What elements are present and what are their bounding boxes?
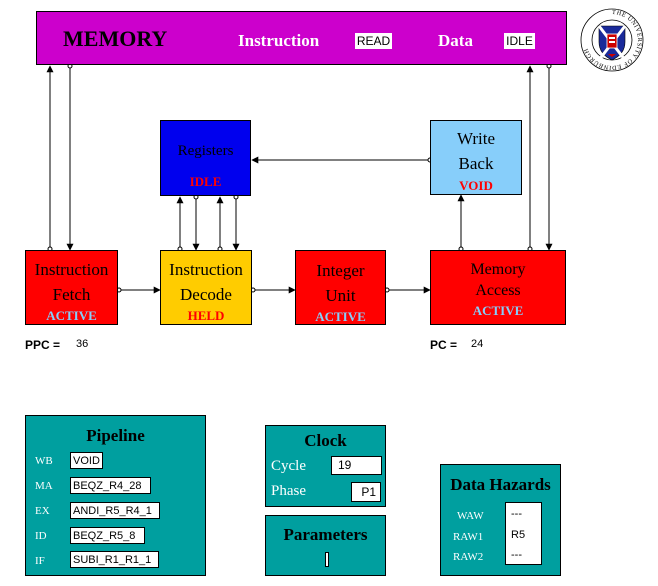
hazards-title: Data Hazards <box>450 475 551 494</box>
pipeline-value-ma: BEQZ_R4_28 <box>70 477 151 494</box>
fetch-label-line2: Fetch <box>52 285 91 304</box>
memaccess-label-line2: Access <box>475 282 521 299</box>
pc-label: PC = <box>430 338 458 352</box>
pipeline-value-ex: ANDI_R5_R4_1 <box>70 502 160 519</box>
university-crest-icon: THE UNIVERSITY OF EDINBURGH <box>580 8 644 72</box>
instruction-port-status: READ <box>355 33 392 49</box>
cycle-value: 19 <box>331 456 382 475</box>
registers-unit: Registers IDLE <box>160 120 251 196</box>
pipeline-stage-if: IF <box>35 555 45 567</box>
integer-label-line2: Unit <box>325 286 356 305</box>
pipeline-panel: Pipeline WB VOID MA BEQZ_R4_28 EX ANDI_R… <box>25 415 206 576</box>
writeback-label-line1: Write <box>456 129 496 148</box>
hazard-label-raw1: RAW1 <box>453 531 484 543</box>
university-logo: THE UNIVERSITY OF EDINBURGH <box>580 8 644 72</box>
clock-panel: Clock Cycle 19 Phase P1 <box>265 425 386 507</box>
pipeline-title: Pipeline <box>86 426 145 445</box>
decode-label-line2: Decode <box>180 285 232 304</box>
writeback-status: VOID <box>459 178 493 193</box>
pipeline-value-if: SUBI_R1_R1_1 <box>70 551 159 568</box>
registers-status: IDLE <box>189 174 222 189</box>
registers-label: Registers <box>177 143 234 159</box>
data-port-status: IDLE <box>504 33 535 49</box>
hazard-value-waw: --- <box>511 508 522 520</box>
clock-title: Clock <box>304 431 347 450</box>
parameters-title: Parameters <box>283 525 368 544</box>
pipeline-stage-ex: EX <box>35 505 50 517</box>
hazard-label-waw: WAW <box>457 510 484 522</box>
hazards-panel: Data Hazards WAW RAW1 RAW2 --- R5 --- <box>440 464 561 576</box>
phase-value: P1 <box>351 482 381 502</box>
pipeline-value-wb: VOID <box>70 452 103 469</box>
memaccess-status: ACTIVE <box>472 303 524 318</box>
hazard-value-raw1: R5 <box>511 529 526 541</box>
fetch-unit: Instruction Fetch ACTIVE <box>25 250 118 325</box>
pipeline-stage-id: ID <box>35 530 47 542</box>
memory-title: MEMORY <box>63 26 168 51</box>
writeback-label-line2: Back <box>458 154 494 173</box>
phase-label: Phase <box>271 483 306 499</box>
integer-label-line1: Integer <box>316 261 365 280</box>
pipeline-stage-wb: WB <box>35 455 53 467</box>
memaccess-label-line1: Memory <box>470 261 526 278</box>
pipeline-value-id: BEQZ_R5_8 <box>70 527 145 544</box>
data-port-label: Data <box>438 31 473 50</box>
hazard-label-raw2: RAW2 <box>453 551 484 563</box>
decode-label-line1: Instruction <box>169 260 243 279</box>
instruction-port-label: Instruction <box>238 31 320 50</box>
hazard-value-raw2: --- <box>511 549 522 561</box>
fetch-label-line1: Instruction <box>34 260 109 279</box>
hazard-values-box: --- R5 --- <box>505 502 542 565</box>
memaccess-unit: Memory Access ACTIVE <box>430 250 566 325</box>
integer-unit: Integer Unit ACTIVE <box>295 250 386 325</box>
integer-status: ACTIVE <box>315 309 366 324</box>
pc-value: 24 <box>471 338 484 350</box>
fetch-status: ACTIVE <box>46 308 97 323</box>
memory-unit: MEMORY Instruction READ Data IDLE <box>36 11 567 65</box>
ppc-label: PPC = <box>25 338 61 352</box>
writeback-unit: Write Back VOID <box>430 120 522 195</box>
decode-unit: Instruction Decode HELD <box>160 250 252 325</box>
decode-status: HELD <box>187 308 225 323</box>
cycle-label: Cycle <box>271 458 306 474</box>
ppc-value: 36 <box>76 338 89 350</box>
parameters-panel[interactable]: Parameters <box>265 515 386 576</box>
parameters-slider-handle[interactable] <box>325 552 329 567</box>
pipeline-stage-ma: MA <box>35 480 53 492</box>
